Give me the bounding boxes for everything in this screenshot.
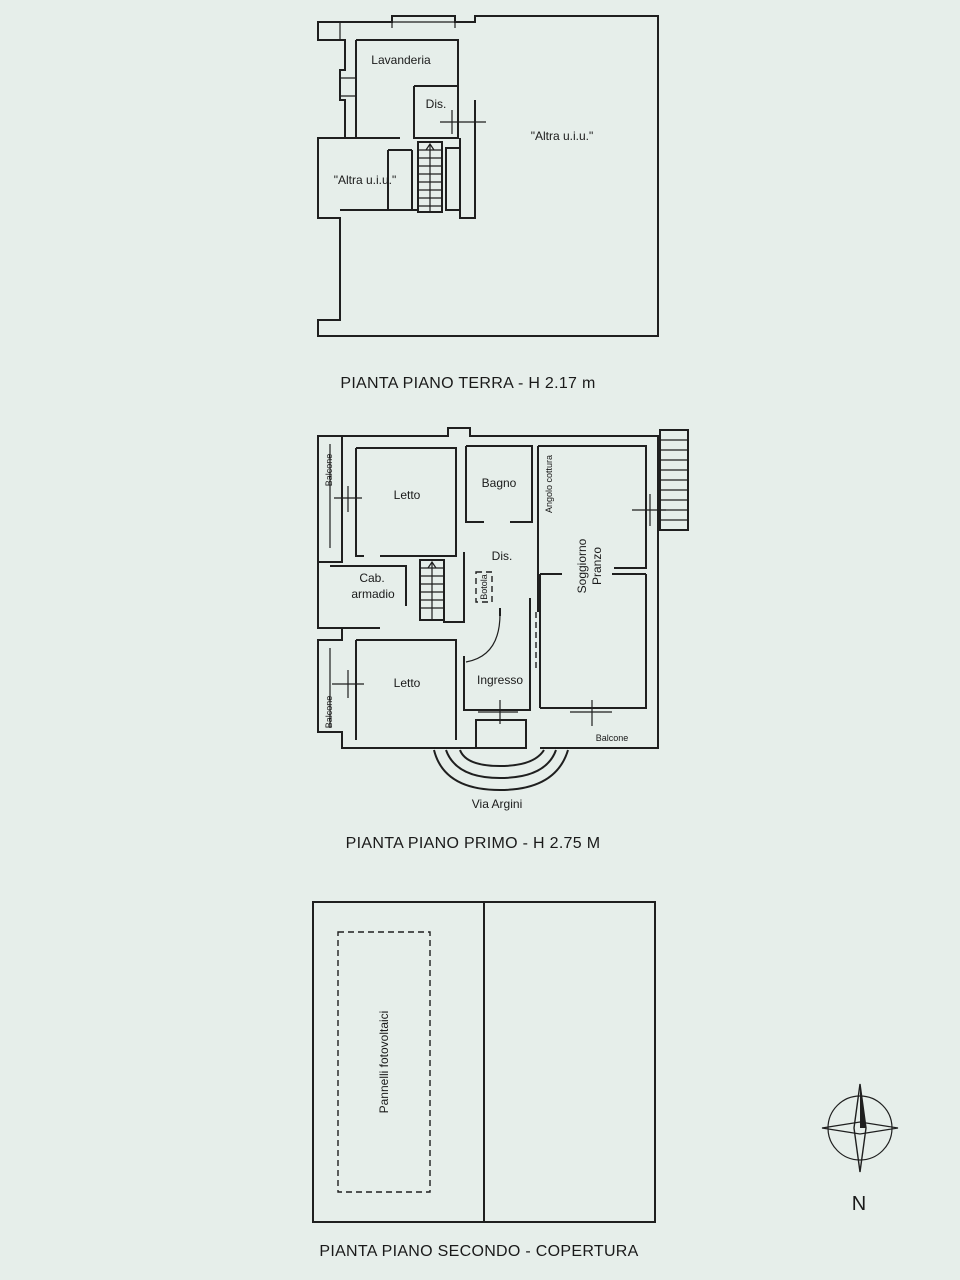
second-floor-title: PIANTA PIANO SECONDO - COPERTURA: [319, 1243, 638, 1260]
room-balcone-top: Balcone: [324, 454, 334, 487]
room-letto-top: Letto: [394, 488, 421, 502]
room-soggiorno: Soggiorno: [575, 538, 589, 593]
room-letto-bottom: Letto: [394, 676, 421, 690]
room-cab-armadio-line1: Cab.: [359, 571, 384, 585]
room-bagno: Bagno: [482, 476, 517, 490]
room-altra-uiu-left: "Altra u.i.u.": [334, 173, 397, 187]
botola-label: Botola: [479, 574, 489, 600]
room-dis: Dis.: [426, 97, 447, 111]
room-balcone-bottom: Balcone: [324, 696, 334, 729]
ground-floor-plan: Lavanderia Dis. "Altra u.i.u." "Altra u.…: [317, 15, 659, 392]
room-ingresso: Ingresso: [477, 673, 523, 687]
room-balcone-front: Balcone: [596, 733, 629, 743]
first-floor-title: PIANTA PIANO PRIMO - H 2.75 M: [346, 835, 601, 852]
solar-panels-label: Pannelli fotovoltaici: [377, 1011, 391, 1114]
ground-floor-title: PIANTA PIANO TERRA - H 2.17 m: [340, 375, 595, 392]
second-floor-plan: Pannelli fotovoltaici PIANTA PIANO SECON…: [312, 901, 656, 1260]
room-lavanderia: Lavanderia: [371, 53, 431, 67]
room-cab-armadio-line2: armadio: [351, 587, 395, 601]
first-floor-plan: Balcone Letto Bagno Angolo cottura Dis. …: [317, 427, 689, 852]
compass-north-label: N: [852, 1193, 866, 1215]
solar-panels-area: [337, 931, 431, 1193]
room-altra-uiu-right: "Altra u.i.u.": [531, 129, 594, 143]
compass-rose-icon: N: [821, 1083, 899, 1215]
room-angolo-cottura: Angolo cottura: [544, 455, 554, 513]
room-dis: Dis.: [492, 549, 513, 563]
street-label: Via Argini: [472, 797, 522, 811]
room-pranzo: Pranzo: [590, 547, 604, 585]
